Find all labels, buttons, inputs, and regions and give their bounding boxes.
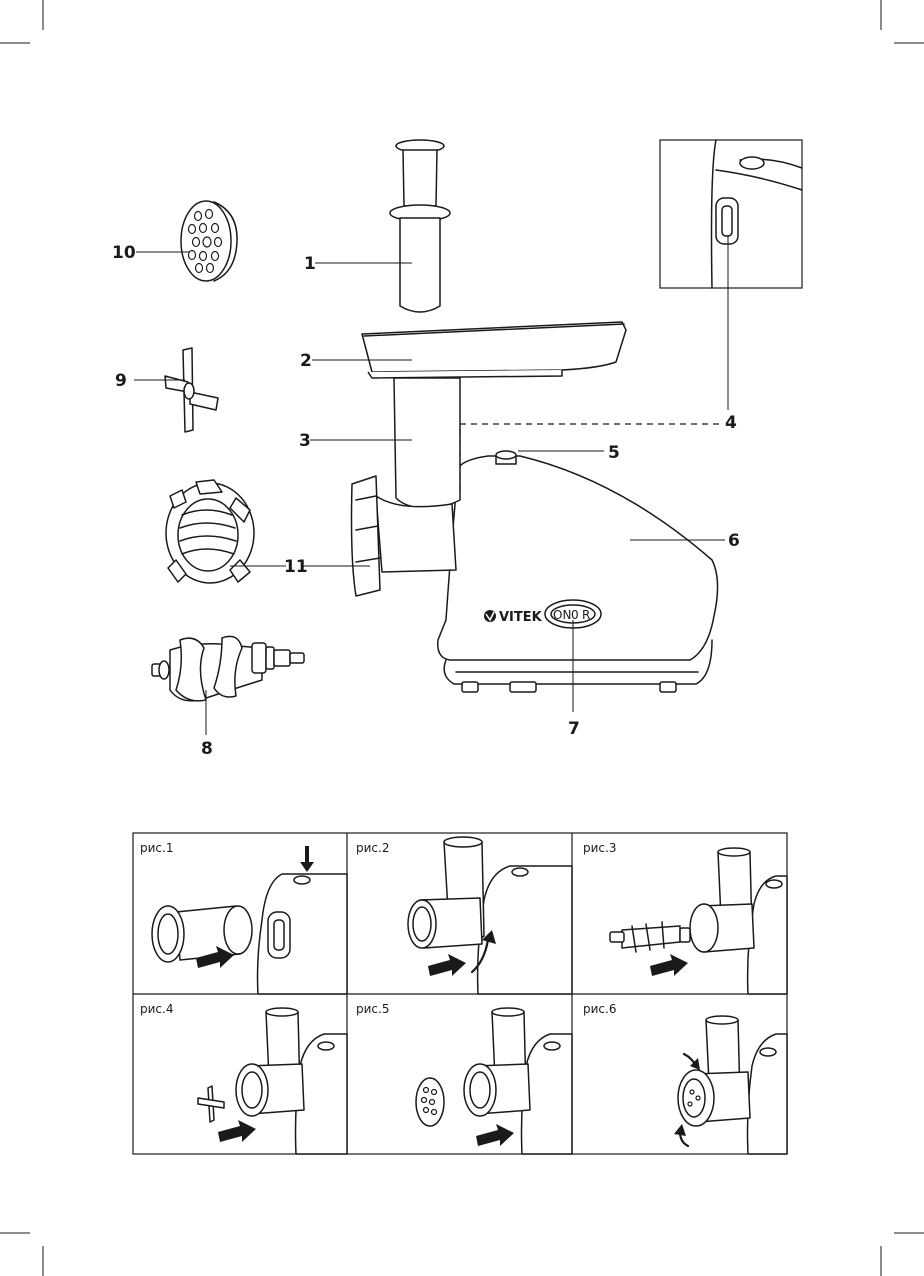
inset-detail-box (660, 140, 802, 288)
callout-8: 8 (201, 739, 213, 759)
callout-2: 2 (300, 351, 312, 371)
callout-6: 6 (728, 531, 740, 551)
auger-screw-part (152, 636, 304, 701)
callout-1: 1 (304, 254, 316, 274)
step-panel-4: рис.4 (140, 1002, 347, 1154)
callout-10: 10 (112, 243, 136, 263)
brand-logo-text: VITEK (499, 610, 543, 625)
step-label-6: рис.6 (583, 1002, 616, 1016)
callout-9: 9 (115, 371, 127, 391)
step-label-2: рис.2 (356, 841, 389, 855)
step-panel-5: рис.5 (356, 1002, 572, 1154)
step-label-3: рис.3 (583, 841, 616, 855)
ring-nut-part (166, 480, 254, 583)
switch-label-on: ON (553, 608, 571, 622)
callout-5: 5 (608, 443, 620, 463)
step-panel-3: рис.3 (583, 841, 787, 994)
switch-label-reverse: R (582, 608, 590, 622)
feeding-tray-part (362, 322, 626, 378)
callout-11: 11 (284, 557, 308, 577)
step-panel-1: рис.1 (140, 841, 347, 994)
step-panel-2: рис.2 (356, 837, 572, 994)
motor-body-part (438, 451, 718, 692)
switch-label-off: 0 (571, 608, 579, 622)
callout-4: 4 (725, 413, 737, 433)
callout-3: 3 (299, 431, 311, 451)
step-label-4: рис.4 (140, 1002, 173, 1016)
food-pusher-part (390, 140, 450, 312)
step-label-5: рис.5 (356, 1002, 389, 1016)
cross-blade-part (165, 348, 218, 432)
step-label-1: рис.1 (140, 841, 173, 855)
perforated-plate-part (181, 201, 237, 281)
vitek-logo (484, 610, 496, 622)
mincer-head-part (352, 378, 461, 596)
step-panel-6: рис.6 (583, 1002, 787, 1154)
callout-7: 7 (568, 719, 580, 739)
